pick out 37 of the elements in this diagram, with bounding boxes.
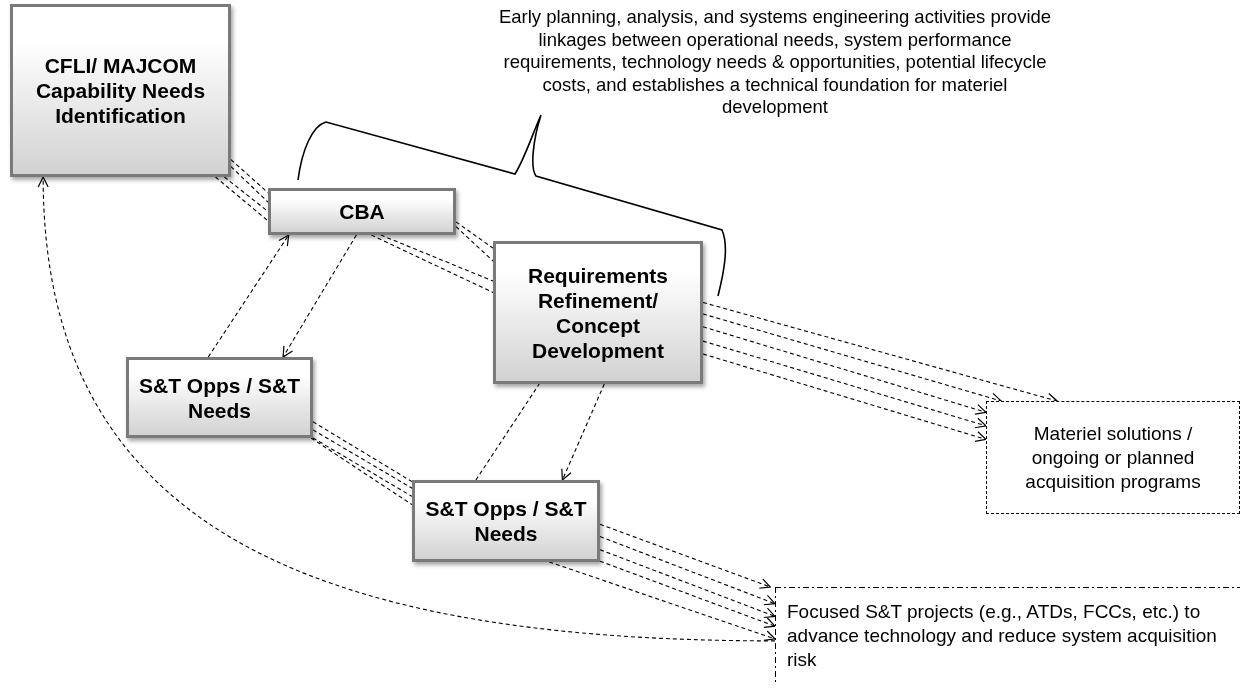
outcome-box: [986, 401, 1240, 514]
dashed-connector: [312, 421, 413, 483]
dashed-arrow: [599, 549, 776, 619]
box-text: Materiel solutions / ongoing or planned acquisition programs: [1024, 421, 1202, 494]
box-label: Requirements Refinement/ Concept Development: [526, 262, 669, 363]
dashed-connector: [380, 234, 494, 282]
dashed-arrow: [599, 560, 776, 628]
dashed-connector: [312, 429, 413, 489]
process-box: [126, 357, 313, 438]
dashed-connector: [475, 383, 540, 481]
dashed-connector: [230, 166, 269, 203]
dashed-arrow: [599, 536, 776, 606]
dashed-arrow: [561, 383, 605, 481]
box-label: CFLI/ MAJCOM Capability Needs Identification: [34, 53, 207, 128]
box-label: S&T Opps / S&T Needs: [138, 372, 301, 423]
dashed-arrow: [282, 234, 357, 358]
dashed-arrow: [38, 176, 776, 642]
dashed-arrow: [702, 340, 987, 429]
dashed-connector: [223, 176, 269, 213]
box-label: S&T Opps / S&T Needs: [424, 496, 588, 546]
process-box: [268, 188, 456, 235]
dashed-connector: [370, 234, 494, 294]
process-box: [10, 4, 231, 177]
dashed-arrow: [207, 234, 290, 358]
dashed-arrow: [548, 561, 776, 642]
process-box: [493, 241, 703, 384]
dashed-connector: [455, 221, 494, 249]
dashed-connector: [455, 226, 494, 262]
dashed-arrow: [702, 353, 987, 442]
process-box: [412, 480, 600, 562]
dashed-arrow: [599, 523, 771, 589]
dashed-connector: [230, 159, 269, 194]
box-label: CBA: [339, 199, 385, 224]
box-text: Focused S&T projects (e.g., ATDs, FCCs, etc.) to advance technology and reduce system acquisition risk: [787, 600, 1218, 672]
dashed-connector: [215, 176, 269, 222]
annotation-text: Early planning, analysis, and systems engineering activities provide linkages between operational needs, system performance requirements, technology needs & opportunities, potential lifecycle costs, and establishes a technical foundation for materiel development: [497, 6, 1053, 119]
dashed-arrow: [702, 326, 987, 415]
